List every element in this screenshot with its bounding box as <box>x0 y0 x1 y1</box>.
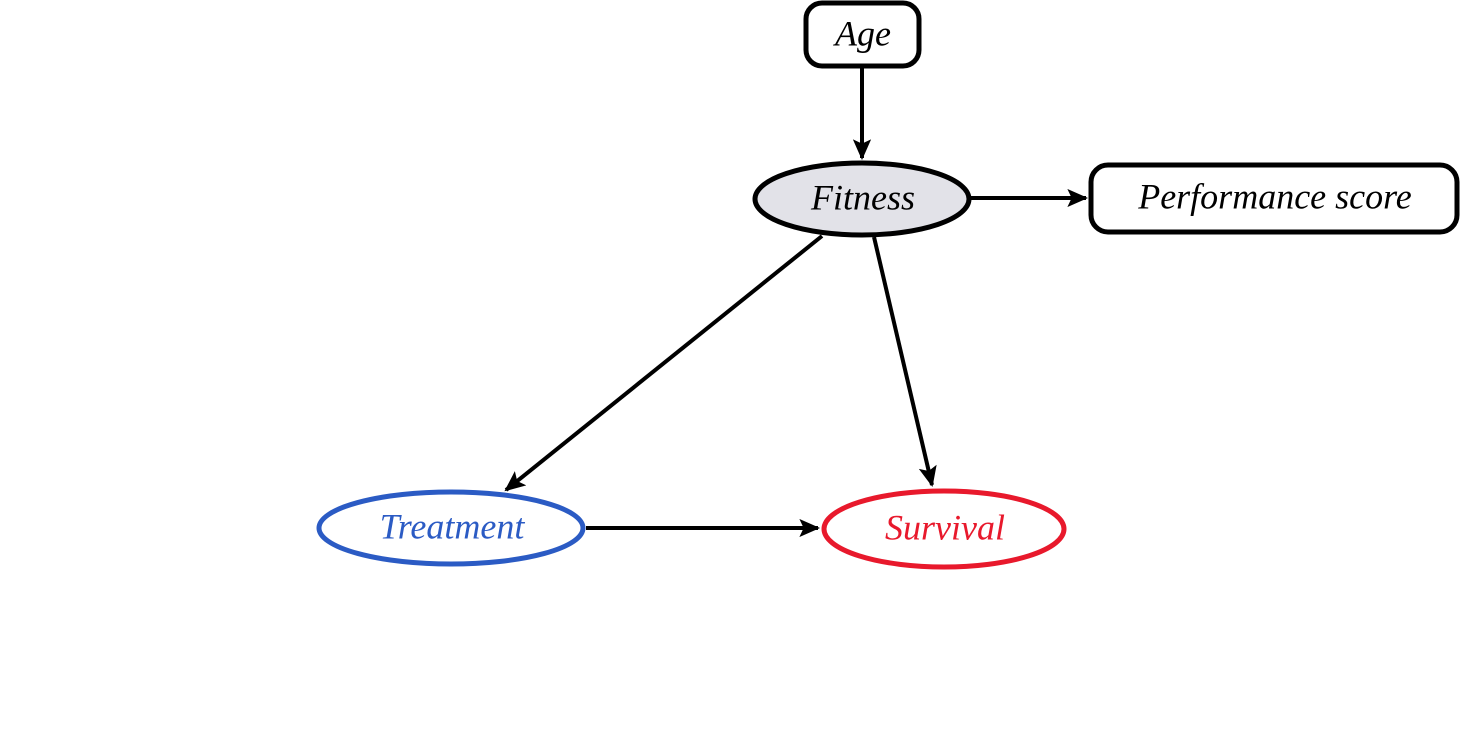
node-survival-shape[interactable] <box>821 488 1067 570</box>
node-fitness-label: Fitness <box>810 177 915 217</box>
node-performance-score-shape[interactable] <box>1088 162 1460 235</box>
node-treatment-label: Treatment <box>380 506 526 546</box>
edge-fitness-to-survival <box>872 236 937 488</box>
node-performance-score-label: Performance score <box>1137 176 1412 216</box>
node-age-shape[interactable] <box>803 0 922 69</box>
node-treatment-shape[interactable] <box>316 489 586 567</box>
node-fitness-shape[interactable] <box>752 160 972 238</box>
edge-layer <box>504 66 1089 538</box>
node-survival-label: Survival <box>885 507 1005 547</box>
node-performance-score[interactable]: Performance score <box>1088 162 1460 235</box>
node-survival[interactable]: Survival <box>821 488 1067 570</box>
node-layer: Age Fitness Performance score Treatment … <box>316 0 1460 570</box>
node-fitness[interactable]: Fitness <box>752 160 972 238</box>
edge-fitness-to-treatment <box>504 234 824 492</box>
node-treatment[interactable]: Treatment <box>316 489 586 567</box>
node-age-label: Age <box>833 13 891 53</box>
node-age[interactable]: Age <box>803 0 922 69</box>
